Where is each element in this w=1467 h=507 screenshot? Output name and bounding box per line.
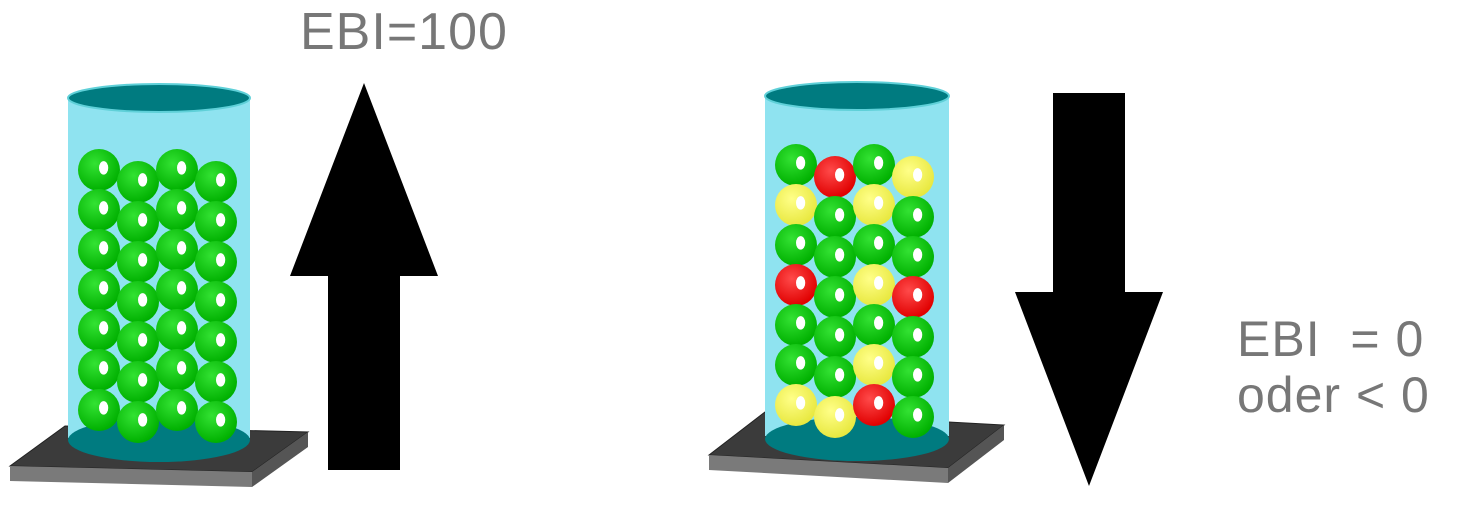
green-ball (195, 361, 237, 403)
green-ball (195, 161, 237, 203)
right-column (707, 81, 1163, 486)
green-ball (892, 236, 934, 278)
green-ball (853, 304, 895, 346)
ebi-negative-label: oder < 0 (1237, 367, 1430, 423)
yellow-ball (775, 384, 817, 426)
green-ball (814, 236, 856, 278)
green-ball (117, 321, 159, 363)
red-ball (814, 156, 856, 198)
green-ball (853, 224, 895, 266)
down-arrow-icon (1015, 93, 1163, 486)
green-ball (814, 356, 856, 398)
left-ball-group (78, 149, 237, 443)
green-ball (78, 269, 120, 311)
green-ball (117, 161, 159, 203)
yellow-ball (775, 184, 817, 226)
green-ball (195, 401, 237, 443)
green-ball (775, 344, 817, 386)
green-ball (892, 196, 934, 238)
green-ball (195, 241, 237, 283)
red-ball (775, 264, 817, 306)
green-ball (892, 316, 934, 358)
green-ball (78, 349, 120, 391)
yellow-ball (853, 184, 895, 226)
green-ball (78, 189, 120, 231)
green-ball (78, 229, 120, 271)
green-ball (78, 309, 120, 351)
green-ball (814, 316, 856, 358)
green-ball (853, 144, 895, 186)
green-ball (892, 356, 934, 398)
green-ball (814, 196, 856, 238)
yellow-ball (892, 156, 934, 198)
green-ball (814, 276, 856, 318)
green-ball (195, 321, 237, 363)
green-ball (78, 149, 120, 191)
green-ball (117, 201, 159, 243)
yellow-ball (853, 344, 895, 386)
left-column (8, 83, 438, 487)
right-ball-group (775, 144, 934, 438)
green-ball (117, 241, 159, 283)
red-ball (853, 384, 895, 426)
green-ball (156, 189, 198, 231)
green-ball (156, 229, 198, 271)
green-ball (117, 361, 159, 403)
green-ball (775, 144, 817, 186)
green-ball (195, 281, 237, 323)
red-ball (892, 276, 934, 318)
green-ball (117, 281, 159, 323)
green-ball (156, 389, 198, 431)
ebi-zero-label: EBI = 0 (1237, 311, 1425, 367)
yellow-ball (853, 264, 895, 306)
green-ball (156, 349, 198, 391)
green-ball (195, 201, 237, 243)
green-ball (156, 149, 198, 191)
green-ball (78, 389, 120, 431)
green-ball (775, 304, 817, 346)
green-ball (892, 396, 934, 438)
green-ball (156, 269, 198, 311)
green-ball (156, 309, 198, 351)
up-arrow-icon (290, 83, 438, 470)
green-ball (117, 401, 159, 443)
green-ball (775, 224, 817, 266)
ebi-100-label: EBI=100 (300, 3, 508, 61)
yellow-ball (814, 396, 856, 438)
